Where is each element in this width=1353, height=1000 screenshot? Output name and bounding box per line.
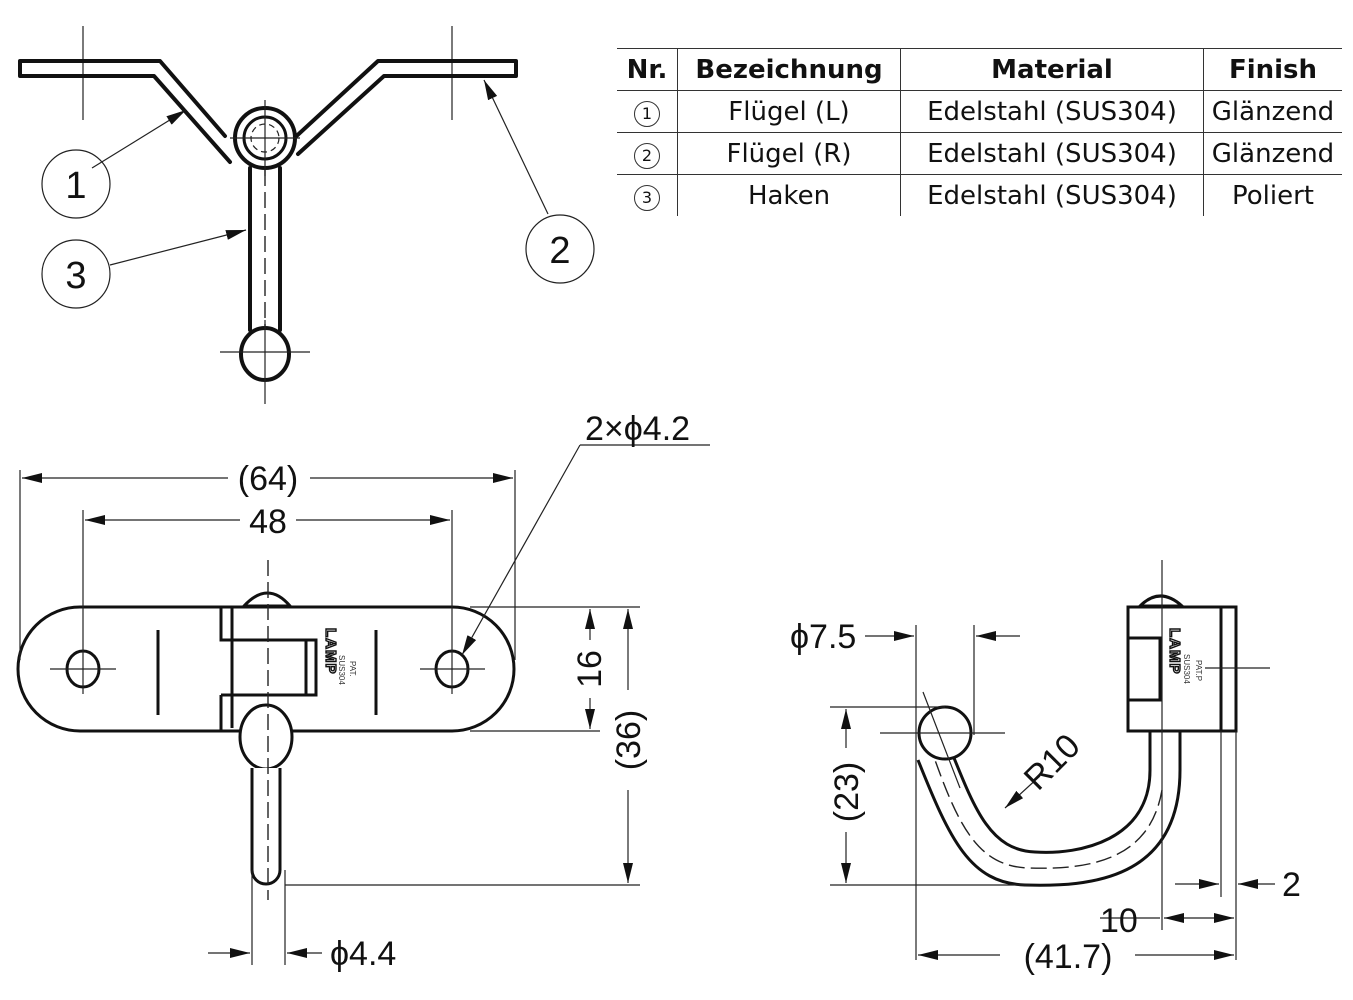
row-material: Edelstahl (SUS304): [900, 174, 1204, 216]
dim-overall-width: (41.7): [1024, 938, 1113, 976]
dim-hole-pitch: 48: [249, 503, 287, 541]
wing-right: [288, 59, 518, 156]
header-nr: Nr.: [617, 48, 678, 91]
balloon-1: [41, 149, 111, 219]
dim-thickness: 2: [1282, 866, 1301, 904]
side-view: 1 3 2: [18, 26, 595, 404]
parts-table: Nr. Bezeichnung Material Finish 1 Flügel…: [617, 48, 1342, 216]
hook-stem: [250, 768, 282, 886]
hinge-plate: [16, 605, 516, 733]
row-material: Edelstahl (SUS304): [900, 90, 1204, 133]
marking-pat: PAT.: [348, 661, 357, 677]
row-name: Flügel (L): [677, 90, 901, 133]
balloon-2-label: 2: [549, 230, 570, 272]
row-number: 1: [634, 101, 660, 127]
balloon-3: [41, 239, 111, 309]
row-number: 3: [634, 185, 660, 211]
row-finish: Glänzend: [1203, 132, 1342, 175]
dim-overall-width: (64): [238, 460, 298, 498]
table-header-row: Nr. Bezeichnung Material Finish: [617, 48, 1342, 91]
dim-plate-height: 16: [571, 650, 609, 688]
front-view: LAMP SUS304 PAT. (64) 48 2×ϕ4.2 16 (36): [16, 410, 710, 973]
row-name: Haken: [677, 174, 901, 216]
pin-cap: [240, 591, 294, 608]
hook-marking-logo: LAMP: [1166, 628, 1183, 675]
hook-ball: [238, 703, 294, 771]
dim-ball-dia: ϕ7.5: [790, 618, 856, 656]
header-bezeichnung: Bezeichnung: [677, 48, 901, 91]
leader-3: [109, 229, 247, 266]
row-number: 2: [634, 143, 660, 169]
header-material: Material: [900, 48, 1204, 91]
hinge-knuckle: [219, 607, 318, 731]
balloon-1-label: 1: [65, 165, 86, 207]
header-finish: Finish: [1203, 48, 1342, 91]
leader-2: [483, 79, 549, 215]
balloon-3-label: 3: [65, 255, 86, 297]
pin-cap: [1136, 594, 1186, 608]
table-row: 3 Haken Edelstahl (SUS304) Poliert: [617, 174, 1342, 216]
marking-logo: LAMP: [322, 628, 339, 675]
marking-material: SUS304: [337, 655, 346, 685]
dim-overall-height: (36): [610, 710, 648, 770]
knuckle-slot: [1126, 636, 1162, 702]
hook-marking-pat: PAT.P: [1194, 660, 1203, 681]
balloon-2: [525, 214, 595, 284]
dim-holes: 2×ϕ4.2: [585, 410, 690, 448]
row-finish: Glänzend: [1203, 90, 1342, 133]
wing-left: [18, 59, 232, 164]
table-row: 2 Flügel (R) Edelstahl (SUS304) Glänzend: [617, 132, 1342, 175]
hook-marking-material: SUS304: [1182, 654, 1191, 684]
hook-curve-inner: [948, 731, 1152, 854]
hook-view: LAMP SUS304 PAT.P ϕ7.5 R10 (23) 2: [790, 560, 1301, 976]
dim-pin-dia: ϕ4.4: [330, 935, 396, 973]
row-finish: Poliert: [1203, 174, 1342, 216]
leader-1: [91, 109, 187, 169]
dim-height: (23): [828, 762, 866, 822]
row-material: Edelstahl (SUS304): [900, 132, 1204, 175]
dim-offset: 10: [1100, 902, 1138, 940]
table-row: 1 Flügel (L) Edelstahl (SUS304) Glänzend: [617, 90, 1342, 133]
row-name: Flügel (R): [677, 132, 901, 175]
hook-curve-outer: [916, 731, 1182, 887]
